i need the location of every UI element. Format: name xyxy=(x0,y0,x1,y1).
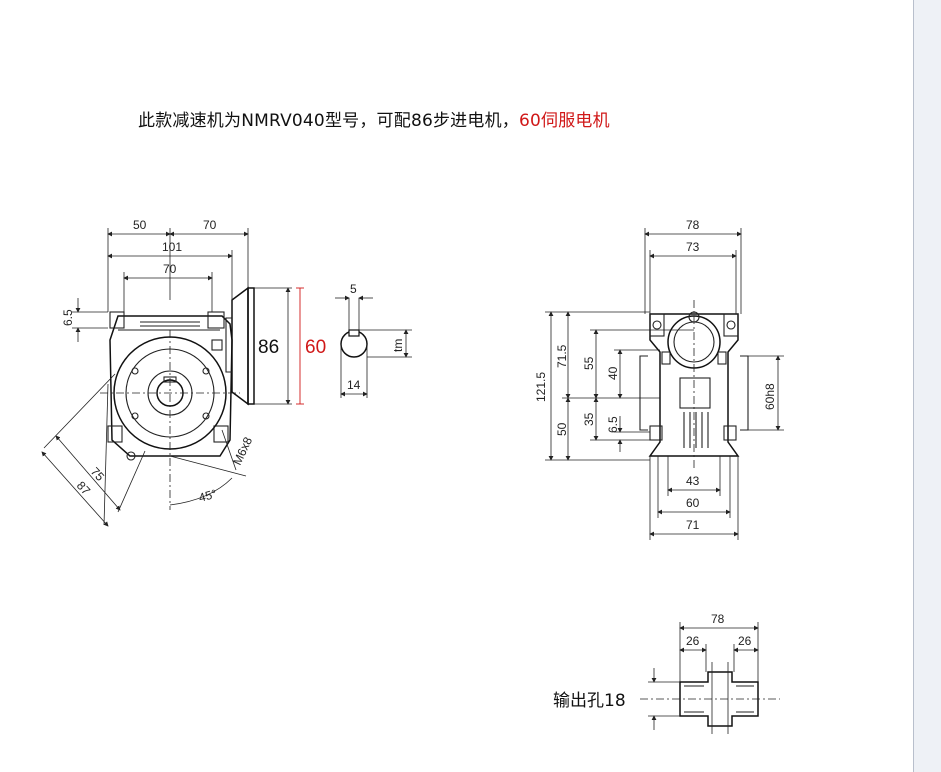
dim-key-tm: tm xyxy=(391,339,405,352)
dim-50: 50 xyxy=(133,218,147,232)
dim-side-121-5: 121.5 xyxy=(534,372,548,402)
dim-side-35: 35 xyxy=(582,412,596,426)
dim-side-6-5: 6.5 xyxy=(606,416,620,433)
dim-70-inner: 70 xyxy=(163,262,177,276)
dim-87: 87 xyxy=(74,478,94,498)
dim-side-40: 40 xyxy=(606,366,620,380)
dim-side-78: 78 xyxy=(686,218,700,232)
front-view: 50 70 101 70 6.5 75 87 45° M6x8 xyxy=(41,218,304,527)
dim-side-73: 73 xyxy=(686,240,700,254)
dim-out-78: 78 xyxy=(711,612,725,626)
dim-side-55: 55 xyxy=(582,356,596,370)
dim-side-71: 71 xyxy=(686,518,700,532)
right-scrollbar-panel xyxy=(913,0,941,772)
dim-side-60: 60 xyxy=(686,496,700,510)
dim-6-5: 6.5 xyxy=(61,309,75,326)
dim-m6x8: M6x8 xyxy=(230,434,255,467)
dim-45-deg: 45° xyxy=(197,487,218,505)
description-main: 此款减速机为NMRV040型号，可配86步进电机， xyxy=(138,111,519,131)
product-description: 此款减速机为NMRV040型号，可配86步进电机，60伺服电机 xyxy=(138,106,610,131)
dim-key-14: 14 xyxy=(347,378,361,392)
dim-side-60h8: 60h8 xyxy=(763,383,777,410)
dim-side-71-5: 71.5 xyxy=(555,344,569,368)
side-view: 78 73 121.5 71.5 50 55 40 35 6.5 60h8 xyxy=(534,218,784,540)
flange-size-86: 86 xyxy=(258,337,280,358)
dim-75: 75 xyxy=(88,464,108,484)
dim-101: 101 xyxy=(162,240,182,254)
key-view: 5 14 tm xyxy=(335,282,412,398)
output-shaft-view: 78 26 26 xyxy=(640,612,780,734)
dim-side-43: 43 xyxy=(686,474,700,488)
dim-70-top: 70 xyxy=(203,218,217,232)
description-highlight: 60伺服电机 xyxy=(518,111,610,131)
dim-out-26-left: 26 xyxy=(686,634,700,648)
dim-key-5: 5 xyxy=(350,282,357,296)
dim-out-26-right: 26 xyxy=(738,634,752,648)
dim-side-50: 50 xyxy=(555,422,569,436)
flange-size-60: 60 xyxy=(305,337,327,358)
output-hole-label: 输出孔18 xyxy=(553,691,626,711)
